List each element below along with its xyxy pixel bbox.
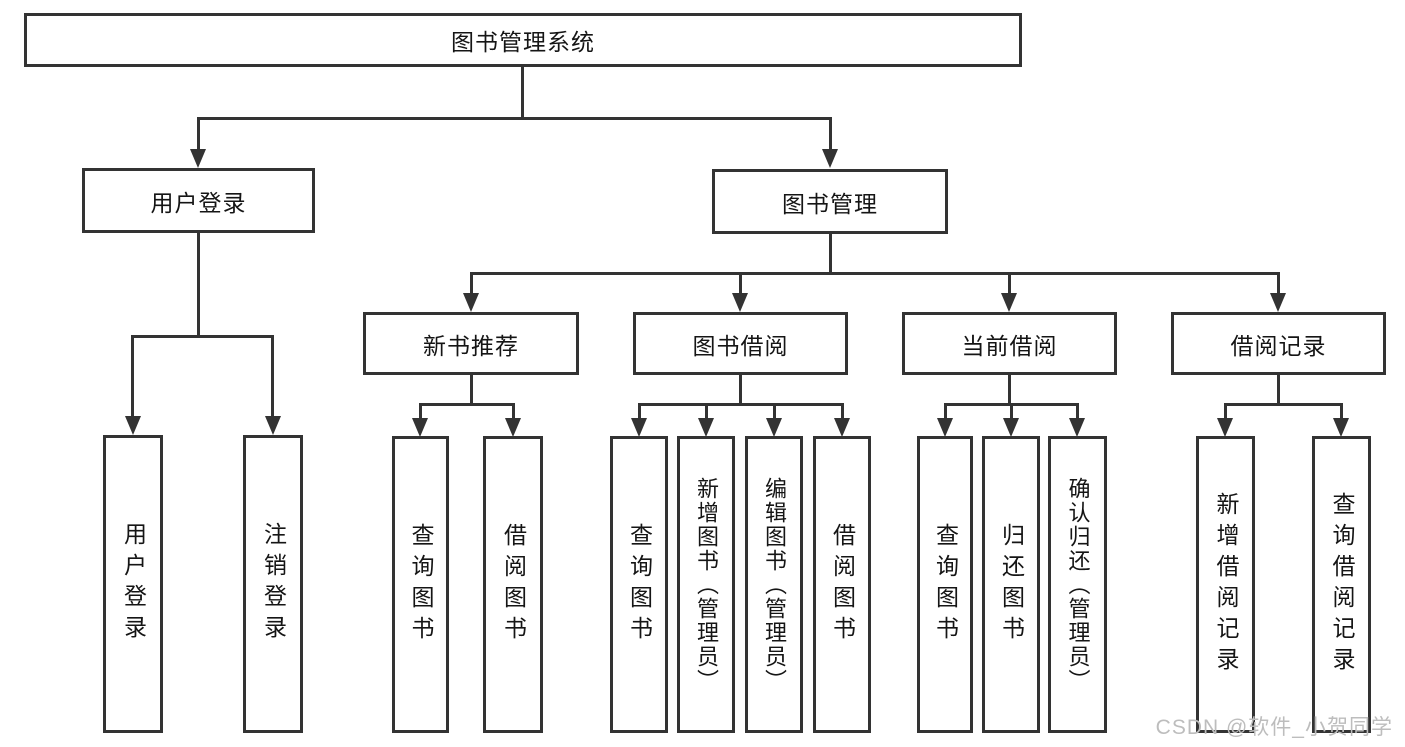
node-borrow-record: 借阅记录 (1171, 312, 1386, 375)
leaf-current-query-book-label: 查询图书 (932, 522, 959, 647)
connector-line (829, 117, 832, 153)
leaf-user-login-label: 用户登录 (120, 522, 147, 646)
connector-line (470, 375, 473, 406)
csdn-watermark: CSDN @软件_小贺同学 (1155, 716, 1393, 739)
leaf-borrow-query-book-label: 查询图书 (626, 522, 653, 647)
leaf-add-book-admin: 新增图书（管理员） (677, 436, 735, 733)
arrow-down-icon (463, 293, 479, 312)
leaf-recommend-query-book-label: 查询图书 (408, 522, 434, 647)
leaf-return-book-label: 归还图书 (998, 522, 1025, 647)
connector-line (739, 272, 742, 296)
arrow-down-icon (1270, 293, 1286, 312)
node-book-borrow-label: 图书借阅 (692, 332, 789, 359)
leaf-query-borrow-record: 查询借阅记录 (1312, 436, 1371, 733)
connector-line (841, 403, 844, 421)
connector-line (705, 403, 708, 421)
arrow-down-icon (265, 416, 281, 435)
connector-line (1224, 403, 1343, 406)
leaf-recommend-borrow-book: 借阅图书 (483, 436, 543, 733)
connector-line (1010, 403, 1013, 421)
leaf-add-borrow-record: 新增借阅记录 (1196, 436, 1255, 733)
arrow-down-icon (822, 149, 838, 168)
connector-line (131, 335, 134, 419)
connector-line (470, 272, 1279, 275)
leaf-edit-book-admin: 编辑图书（管理员） (745, 436, 803, 733)
arrow-down-icon (505, 418, 521, 437)
arrow-down-icon (1001, 293, 1017, 312)
leaf-borrow-book-label: 借阅图书 (829, 522, 856, 647)
arrow-down-icon (732, 293, 748, 312)
node-book-management: 图书管理 (712, 169, 948, 234)
arrow-down-icon (834, 418, 850, 437)
connector-line (1008, 375, 1011, 406)
connector-line (739, 375, 742, 406)
node-new-book-recommend: 新书推荐 (363, 312, 579, 375)
connector-line (197, 117, 831, 120)
arrow-down-icon (937, 418, 953, 437)
connector-line (512, 403, 515, 421)
leaf-borrow-book: 借阅图书 (813, 436, 871, 733)
node-current-borrow: 当前借阅 (902, 312, 1117, 375)
connector-line (419, 403, 515, 406)
arrow-down-icon (698, 418, 714, 437)
leaf-confirm-return-admin-label: 确认归还（管理员） (1065, 476, 1091, 693)
node-root: 图书管理系统 (24, 13, 1022, 67)
connector-line (1224, 403, 1227, 421)
connector-line (419, 403, 422, 421)
leaf-add-borrow-record-label: 新增借阅记录 (1213, 491, 1239, 678)
arrow-down-icon (190, 149, 206, 168)
connector-line (773, 403, 776, 421)
arrow-down-icon (766, 418, 782, 437)
node-user-login-label: 用户登录 (150, 189, 247, 216)
arrow-down-icon (1333, 418, 1349, 437)
connector-line (1277, 272, 1280, 296)
node-book-management-label: 图书管理 (782, 190, 878, 217)
connector-line (1076, 403, 1079, 421)
connector-line (521, 67, 524, 120)
leaf-recommend-borrow-book-label: 借阅图书 (500, 522, 527, 647)
connector-line (1008, 272, 1011, 296)
arrow-down-icon (412, 418, 428, 437)
connector-line (944, 403, 947, 421)
node-user-login: 用户登录 (82, 168, 315, 233)
connector-line (470, 272, 473, 296)
connector-line (829, 233, 832, 275)
leaf-current-query-book: 查询图书 (917, 436, 973, 733)
node-new-book-recommend-label: 新书推荐 (423, 332, 519, 359)
leaf-recommend-query-book: 查询图书 (392, 436, 449, 733)
leaf-query-borrow-record-label: 查询借阅记录 (1329, 491, 1355, 678)
connector-line (638, 403, 843, 406)
leaf-return-book: 归还图书 (982, 436, 1040, 733)
leaf-confirm-return-admin: 确认归还（管理员） (1048, 436, 1107, 733)
node-current-borrow-label: 当前借阅 (961, 332, 1058, 359)
connector-line (197, 117, 200, 153)
node-root-label: 图书管理系统 (451, 29, 595, 55)
node-book-borrow: 图书借阅 (633, 312, 848, 375)
leaf-edit-book-admin-label: 编辑图书（管理员） (762, 476, 787, 693)
arrow-down-icon (1003, 418, 1019, 437)
leaf-logout: 注销登录 (243, 435, 303, 733)
arrow-down-icon (631, 418, 647, 437)
connector-line (197, 232, 200, 338)
leaf-logout-label: 注销登录 (260, 522, 287, 646)
leaf-user-login: 用户登录 (103, 435, 163, 733)
connector-line (271, 335, 274, 419)
node-borrow-record-label: 借阅记录 (1230, 332, 1327, 359)
arrow-down-icon (1069, 418, 1085, 437)
leaf-add-book-admin-label: 新增图书（管理员） (694, 476, 719, 693)
arrow-down-icon (1217, 418, 1233, 437)
connector-line (1340, 403, 1343, 421)
connector-line (1277, 375, 1280, 406)
connector-line (131, 335, 274, 338)
arrow-down-icon (125, 416, 141, 435)
connector-line (638, 403, 641, 421)
leaf-borrow-query-book: 查询图书 (610, 436, 668, 733)
